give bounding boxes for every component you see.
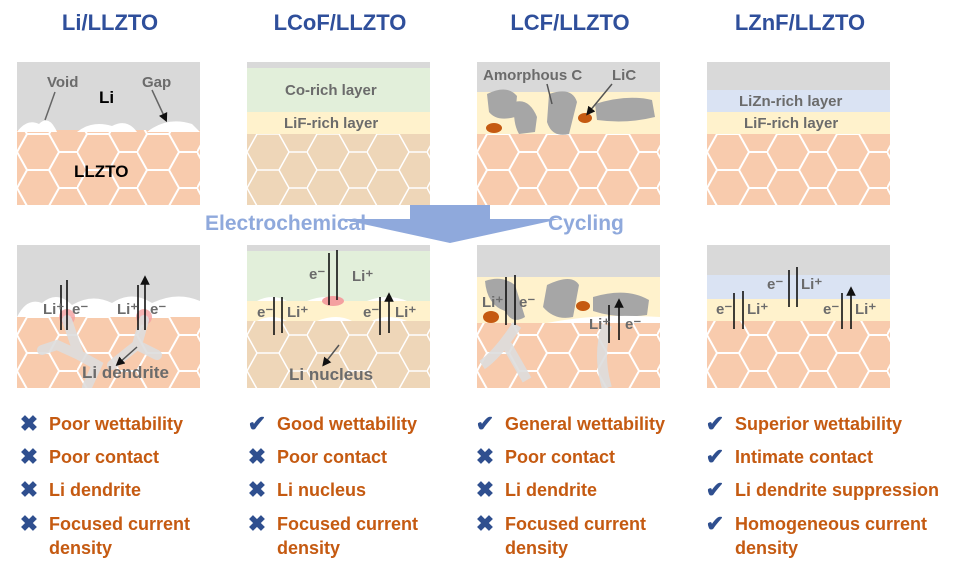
gap-label: Gap: [142, 74, 172, 91]
li-ion-label: Li⁺: [589, 316, 611, 333]
lif-rich-layer-label: LiF-rich layer: [284, 115, 379, 132]
property-text: Poor wettability: [49, 414, 184, 434]
cross-icon: ✖: [475, 444, 495, 469]
property-text: General wettability: [505, 414, 666, 434]
electrochemical-label: Electrochemical: [205, 212, 367, 235]
void-label: Void: [47, 74, 79, 91]
lznf-llzto-after-cycling: e⁻ Li⁺ e⁻ Li⁺ e⁻ Li⁺: [707, 245, 890, 388]
property-text: Poor contact: [49, 447, 160, 467]
li-label: Li: [99, 88, 115, 107]
lizn-rich-layer-label: LiZn-rich layer: [739, 93, 843, 110]
property-text: Li dendrite suppression: [735, 480, 940, 500]
lcf-llzto-interface-initial: Amorphous C LiC: [477, 62, 660, 205]
check-icon: ✔: [705, 444, 725, 469]
property-text: Li dendrite: [505, 480, 598, 500]
check-icon: ✔: [705, 477, 725, 502]
cycling-label: Cycling: [548, 212, 624, 235]
lcof-llzto-after-cycling: e⁻ Li⁺ e⁻ Li⁺ e⁻ Li⁺ Li nucleus: [247, 245, 430, 388]
electron-label: e⁻: [519, 294, 536, 311]
li-nucleus-label: Li nucleus: [289, 365, 374, 384]
check-icon: ✔: [705, 511, 725, 536]
property-text: Focused current density: [277, 514, 419, 558]
cross-icon: ✖: [19, 511, 39, 536]
property-text: Superior wettability: [735, 414, 903, 434]
cross-icon: ✖: [247, 444, 267, 469]
column-title: LCF/LLZTO: [510, 10, 630, 35]
property-text: Poor contact: [505, 447, 616, 467]
electron-label: e⁻: [257, 304, 274, 321]
li-ion-label: Li⁺: [287, 304, 309, 321]
electron-label: e⁻: [823, 301, 840, 318]
property-text: Intimate contact: [735, 447, 874, 467]
cross-icon: ✖: [247, 477, 267, 502]
property-text: Li dendrite: [49, 480, 142, 500]
llzto-label: LLZTO: [74, 162, 129, 181]
electron-label: e⁻: [767, 276, 784, 293]
li-ion-label: Li⁺: [43, 301, 65, 318]
cross-icon: ✖: [19, 411, 39, 436]
cross-icon: ✖: [475, 477, 495, 502]
li-llzto-interface-initial: Void Li Gap LLZTO: [17, 62, 200, 205]
property-text: Good wettability: [277, 414, 418, 434]
li-dendrite-label: Li dendrite: [82, 363, 169, 382]
li-ion-label: Li⁺: [747, 301, 769, 318]
li-ion-label: Li⁺: [395, 304, 417, 321]
lic-label: LiC: [612, 67, 637, 84]
electron-label: e⁻: [716, 301, 733, 318]
amorphous-c-label: Amorphous C: [483, 67, 583, 84]
column-title: LZnF/LLZTO: [734, 10, 866, 35]
electron-label: e⁻: [309, 266, 326, 283]
lif-rich-layer-label: LiF-rich layer: [744, 115, 839, 132]
column-title: LCoF/LLZTO: [273, 10, 407, 35]
check-icon: ✔: [705, 411, 725, 436]
electron-label: e⁻: [72, 301, 89, 318]
property-text: Homogeneous current density: [735, 514, 928, 558]
property-text: Poor contact: [277, 447, 388, 467]
check-icon: ✔: [247, 411, 267, 436]
co-rich-layer-label: Co-rich layer: [285, 82, 377, 99]
li-ion-label: Li⁺: [117, 301, 139, 318]
cross-icon: ✖: [247, 511, 267, 536]
cross-icon: ✖: [475, 511, 495, 536]
lcof-llzto-interface-initial: Co-rich layer LiF-rich layer: [247, 62, 430, 205]
column-title: Li/LLZTO: [61, 10, 159, 35]
check-icon: ✔: [475, 411, 495, 436]
li-ion-label: Li⁺: [352, 268, 374, 285]
property-text: Focused current density: [505, 514, 647, 558]
property-text: Li nucleus: [277, 480, 367, 500]
li-ion-label: Li⁺: [801, 276, 823, 293]
electron-label: e⁻: [625, 316, 642, 333]
lcf-llzto-after-cycling: Li⁺ e⁻ Li⁺ e⁻: [477, 245, 660, 388]
li-llzto-after-cycling: Li⁺ e⁻ Li⁺ e⁻ Li dendrite: [17, 245, 200, 388]
cross-icon: ✖: [19, 477, 39, 502]
electron-label: e⁻: [150, 301, 167, 318]
li-ion-label: Li⁺: [482, 294, 504, 311]
li-ion-label: Li⁺: [855, 301, 877, 318]
process-arrow-icon: [340, 205, 560, 243]
property-text: Focused current density: [49, 514, 191, 558]
lznf-llzto-interface-initial: LiZn-rich layer LiF-rich layer: [707, 62, 890, 205]
electron-label: e⁻: [363, 304, 380, 321]
cross-icon: ✖: [19, 444, 39, 469]
